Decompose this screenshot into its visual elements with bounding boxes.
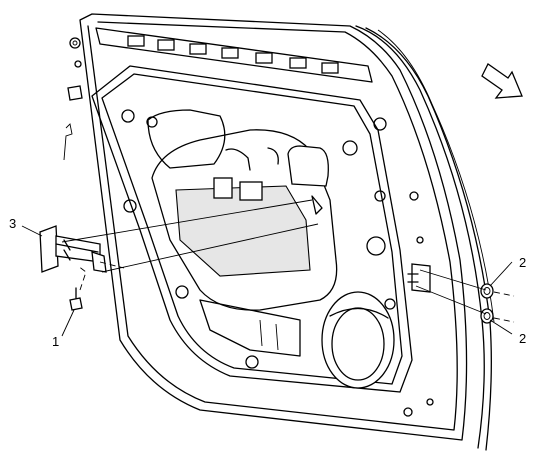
door-check-arm [39,225,125,273]
callout-2-lower: 2 [519,331,527,346]
window-channel [95,27,373,83]
door-outer-frame [79,13,495,451]
callout-2-upper: 2 [519,255,527,270]
callout-1: 1 [52,334,60,349]
reference-lines [21,123,513,337]
pillar-bracket [407,263,431,293]
bolt [69,265,87,311]
callout-3: 3 [9,216,17,231]
panel-holes [67,37,434,417]
inner-panel [91,65,413,393]
front-direction-arrow [481,63,523,99]
nuts [480,283,515,324]
